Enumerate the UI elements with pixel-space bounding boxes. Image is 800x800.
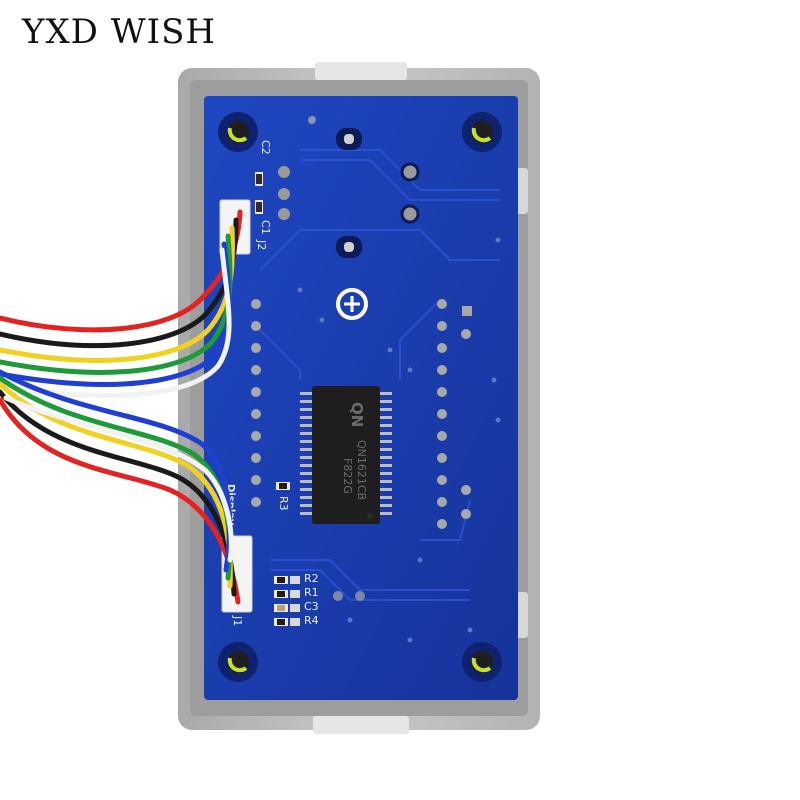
top-clip [315, 62, 407, 80]
chip-marking-line2: F822G [341, 458, 354, 494]
chip-marking-line1: QN1621CB [355, 440, 368, 500]
silk-c3: C3 [304, 600, 319, 613]
right-pin-row [437, 299, 472, 529]
silk-r3: R3 [277, 496, 290, 511]
silk-r4: R4 [304, 614, 319, 627]
upper-wire-bundle [0, 209, 243, 398]
silk-c2: C2 [259, 140, 272, 155]
pcb-vias [297, 116, 501, 643]
button-lugs [336, 128, 420, 258]
silk-j1: J1 [231, 615, 244, 626]
top-pads [255, 166, 290, 220]
pcb-traces [249, 149, 500, 601]
left-pin-row [251, 299, 261, 507]
silk-r2: R2 [304, 572, 319, 585]
chip-logo-text: QN [348, 402, 366, 427]
smd-parts [274, 482, 300, 626]
silk-j2: J2 [255, 239, 268, 250]
lower-wire-bundle [0, 369, 241, 605]
silk-c1: C1 [259, 220, 272, 235]
circle-logo [336, 288, 368, 320]
mounting-holes [218, 112, 502, 682]
brand-watermark: YXD WISH [22, 12, 217, 52]
driver-chip: QN QN1621CB F822G [300, 386, 392, 524]
bottom-clip [313, 716, 409, 734]
silk-r1: R1 [304, 586, 319, 599]
